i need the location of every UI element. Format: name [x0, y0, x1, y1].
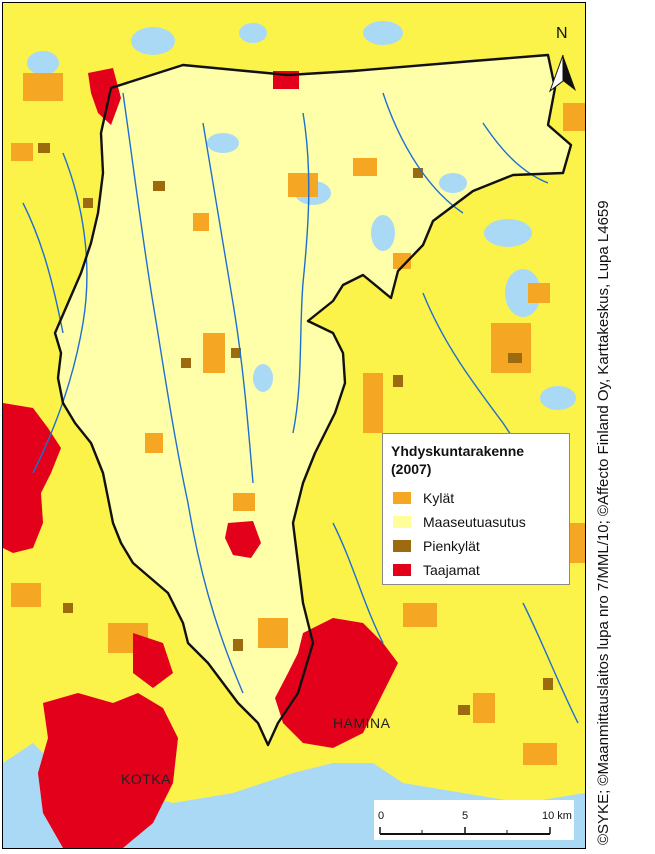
legend-label: Pienkylät — [423, 538, 480, 554]
urban-areas — [3, 68, 398, 848]
credit-text: ©SYKE; ©Maanmittauslaitos lupa nro 7/MML… — [595, 200, 612, 845]
scale-bar: 0 5 10 km — [374, 800, 574, 840]
place-label-kotka: KOTKA — [121, 771, 171, 787]
scale-tick-label: 10 km — [542, 810, 572, 822]
legend-label: Taajamat — [423, 562, 480, 578]
hamlets — [38, 143, 553, 715]
legend-item: Maaseutuasutus — [393, 514, 526, 530]
legend-swatch — [393, 540, 411, 552]
legend-label: Maaseutuasutus — [423, 514, 526, 530]
north-arrow-icon — [548, 54, 576, 93]
villages — [11, 73, 585, 765]
legend-item: Pienkylät — [393, 538, 480, 554]
map-frame: HAMINA KOTKA N Yhdyskuntarakenne (2007) … — [2, 2, 586, 849]
legend-item: Taajamat — [393, 562, 480, 578]
credit-strip: ©SYKE; ©Maanmittauslaitos lupa nro 7/MML… — [588, 0, 654, 854]
basin-area — [55, 55, 571, 745]
place-label-hamina: HAMINA — [333, 715, 391, 731]
north-arrow-label: N — [556, 25, 568, 42]
legend-swatch — [393, 564, 411, 576]
map-canvas — [3, 21, 585, 848]
legend-item: Kylät — [393, 490, 454, 506]
legend: Yhdyskuntarakenne (2007) Kylät Maaseutua… — [382, 433, 570, 585]
basin-boundary — [53, 53, 573, 747]
scale-bar-graphic — [379, 827, 551, 835]
legend-swatch — [393, 492, 411, 504]
scale-tick-label: 0 — [378, 810, 385, 822]
legend-label: Kylät — [423, 490, 455, 506]
legend-title: Yhdyskuntarakenne (2007) — [391, 443, 525, 477]
scale-tick-label: 5 — [462, 810, 469, 822]
legend-swatch — [393, 516, 411, 528]
